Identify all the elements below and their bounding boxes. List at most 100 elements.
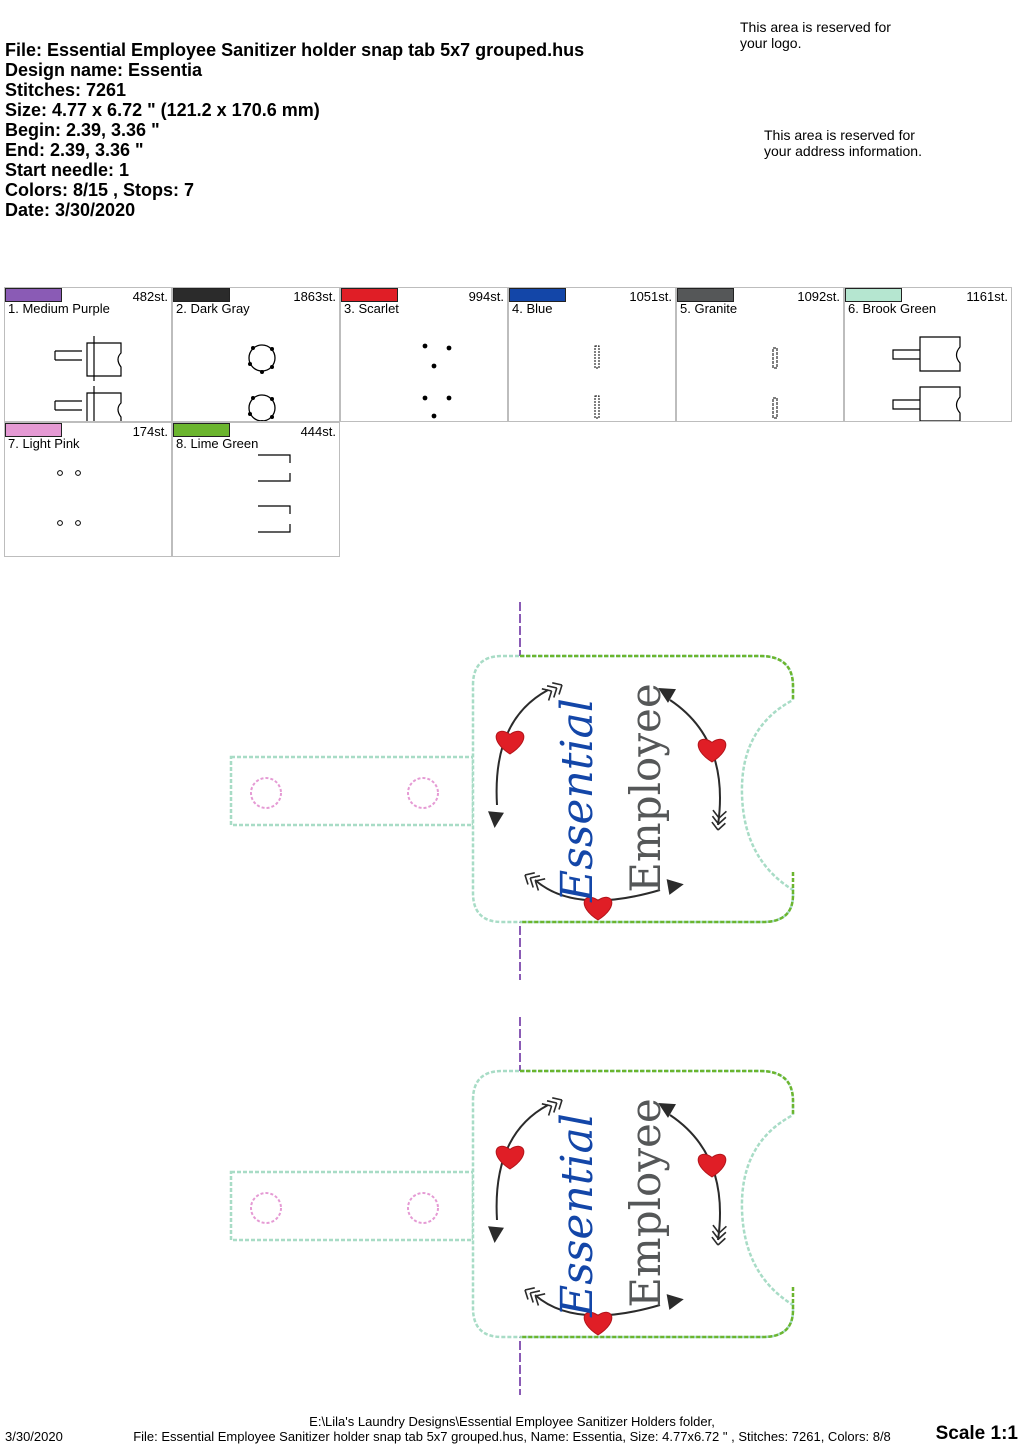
arrow-wreath-icon [248,344,276,421]
stitch-count: Stitches: 7261 [5,80,127,100]
color-name: 2. Dark Gray [176,301,250,316]
color-stop-3: 994st. 3. Scarlet [340,287,508,422]
stitch-count: 1161st. [966,289,1008,304]
fletching-motif [529,1290,541,1303]
holder-outline-icon [892,336,961,421]
edge-lines-icon [258,454,291,533]
heart-motif [697,1153,727,1178]
address-placeholder: This area is reserved for your address i… [764,127,922,159]
start-needle: Start needle: 1 [5,160,130,180]
color-name: 7. Light Pink [8,436,80,451]
begin-point: Begin: 2.39, 3.36 " [5,120,160,140]
heart-dots-icon [422,343,452,419]
stitch-count: 1051st. [629,289,672,304]
color-name: 6. Brook Green [848,301,937,316]
tab-outline-icon [54,336,122,421]
snap-circle [250,777,282,809]
color-stop-5: 1092st. 5. Granite [676,287,844,422]
snap-circle [250,1192,282,1224]
color-swatch [341,288,398,302]
design-size: Size: 4.77 x 6.72 " (121.2 x 170.6 mm) [5,100,320,120]
color-swatch [5,288,62,302]
heart-motif [495,1145,525,1170]
heart-motif [697,738,727,763]
snap-circles-icon [57,470,81,526]
fletching-motif [529,875,541,888]
fletching-motif [541,688,553,701]
holder-body-outline [471,654,795,924]
stitch-count: 444st. [300,424,336,439]
stitch-count: 994st. [468,289,504,304]
arrowhead-motif [658,688,676,703]
design-name: Design name: Essentia [5,60,203,80]
snap-tab-outline [229,755,475,827]
color-swatch [5,423,62,437]
holder-body-outline [471,1069,795,1339]
design-date: Date: 3/30/2020 [5,200,136,220]
bottom-edge-accent [520,1287,795,1339]
color-swatch [173,288,230,302]
arrowhead-motif [658,1103,676,1118]
color-stop-2: 1863st. 2. Dark Gray [172,287,340,422]
stitch-count: 482st. [132,289,168,304]
heart-motif [495,730,525,755]
fletching-motif [711,1230,727,1240]
color-swatch [509,288,566,302]
color-swatch [677,288,734,302]
holder-design: Essential Employee [229,1017,795,1395]
color-stop-1: 482st. 1. Medium Purple [4,287,172,422]
design-info: File: Essential Employee Sanitizer holde… [5,40,584,220]
fletching-motif [524,872,535,885]
end-point: End: 2.39, 3.36 " [5,140,144,160]
top-edge-accent [520,1069,795,1115]
fletching-motif [546,685,558,698]
fletching-motif [712,809,727,819]
fletching-motif [711,821,726,831]
arrowhead-motif [666,879,684,895]
fletching-motif [534,1293,546,1306]
color-stop-7: 174st. 7. Light Pink [4,422,172,557]
fletching-motif [711,815,727,825]
script-text-icon [594,345,600,419]
fletching-motif [712,1224,727,1234]
color-name: 1. Medium Purple [8,301,110,316]
stitch-count: 1092st. [797,289,840,304]
color-name: 5. Granite [680,301,738,316]
arrowhead-motif [488,1226,504,1243]
color-stop-4: 1051st. 4. Blue [508,287,676,422]
color-name: 8. Lime Green [176,436,259,451]
fletching-motif [552,682,563,695]
color-name: 4. Blue [512,301,553,316]
color-count: Colors: 8/15 , Stops: 7 [5,180,195,200]
holder-design: Essential Employee [229,602,795,980]
stitch-count: 1863st. [293,289,336,304]
color-swatch [845,288,902,302]
fletching-motif [711,1236,726,1246]
color-name: 3. Scarlet [344,301,399,316]
fletching-motif [546,1100,558,1113]
heart-motif [583,1311,613,1336]
snap-circle [407,777,439,809]
serif-word: Employee [621,683,670,893]
color-stop-6: 1161st. 6. Brook Green [844,287,1012,422]
logo-placeholder: This area is reserved for your logo. [740,19,891,51]
top-edge-accent [520,654,795,700]
fletching-motif [541,1103,553,1116]
serif-word: Employee [621,1098,670,1308]
script-word: Essential [552,1113,603,1318]
scale-label: Scale 1:1 [935,1423,1018,1444]
fletching-motif [534,878,546,891]
snap-tab-outline [229,1170,475,1242]
bottom-edge-accent [520,872,795,924]
script-word: Essential [552,698,603,903]
snap-circle [407,1192,439,1224]
file-name: File: Essential Employee Sanitizer holde… [5,40,585,60]
stitch-count: 174st. [132,424,168,439]
serif-text-icon [772,347,778,419]
arrowhead-motif [666,1294,684,1310]
fletching-motif [552,1097,563,1110]
footer-date: 3/30/2020 [5,1429,63,1444]
arrowhead-motif [488,811,504,828]
color-stop-grid: 482st. 1. Medium Purple 1863st. 2. Dark Gra… [4,287,1013,558]
